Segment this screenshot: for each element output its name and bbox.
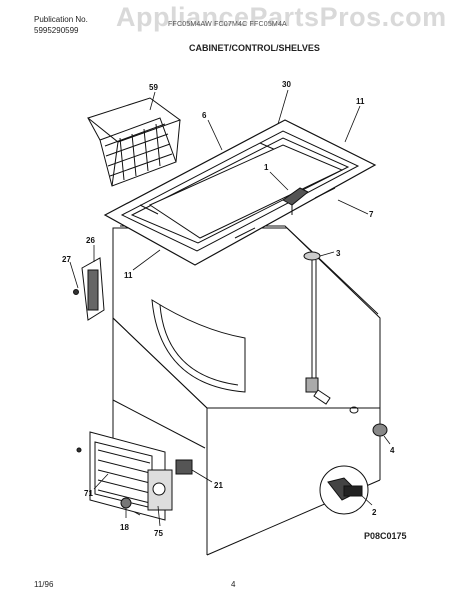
callout-2: 2 bbox=[372, 508, 377, 517]
wire-basket bbox=[86, 97, 182, 187]
callout-71: 71 bbox=[84, 489, 93, 498]
callout-11-top: 11 bbox=[356, 97, 365, 106]
drain-plug bbox=[372, 423, 388, 437]
callout-30: 30 bbox=[282, 80, 291, 89]
callout-4: 4 bbox=[390, 446, 395, 455]
date-code: 11/96 bbox=[34, 580, 54, 589]
figure-code: P08C0175 bbox=[364, 531, 407, 541]
terminal-block bbox=[112, 399, 206, 475]
compressor-grille bbox=[76, 431, 173, 521]
callout-11-side: 11 bbox=[124, 271, 133, 280]
page-number: 4 bbox=[231, 580, 236, 589]
callout-26: 26 bbox=[86, 236, 95, 245]
model-numbers: FFC05M4AW FC07M4C FFC05M4A bbox=[168, 21, 287, 28]
callout-labels: 59 30 6 11 1 7 3 26 27 11 4 71 21 2 18 7… bbox=[62, 80, 395, 538]
callout-3: 3 bbox=[336, 249, 341, 258]
control-knob bbox=[282, 187, 309, 215]
callout-18: 18 bbox=[120, 523, 129, 532]
callout-59: 59 bbox=[149, 83, 158, 92]
section-title: CABINET/CONTROL/SHELVES bbox=[189, 43, 320, 53]
lid-liner-panel bbox=[148, 144, 344, 239]
callout-27: 27 bbox=[62, 255, 71, 264]
drain-tube bbox=[303, 251, 359, 414]
publication-label: Publication No. bbox=[34, 15, 88, 24]
cabinet-body bbox=[112, 225, 381, 556]
publication-number: 5995290599 bbox=[34, 26, 79, 35]
lid-hinge bbox=[73, 257, 105, 321]
watermark: AppliancePartsPros.com bbox=[116, 2, 447, 32]
callout-75: 75 bbox=[154, 529, 163, 538]
leader-lines bbox=[69, 89, 391, 527]
callout-1: 1 bbox=[264, 163, 269, 172]
callout-6: 6 bbox=[202, 111, 207, 120]
power-cord-detail bbox=[319, 465, 369, 515]
callout-21: 21 bbox=[214, 481, 223, 490]
callout-7: 7 bbox=[369, 210, 374, 219]
